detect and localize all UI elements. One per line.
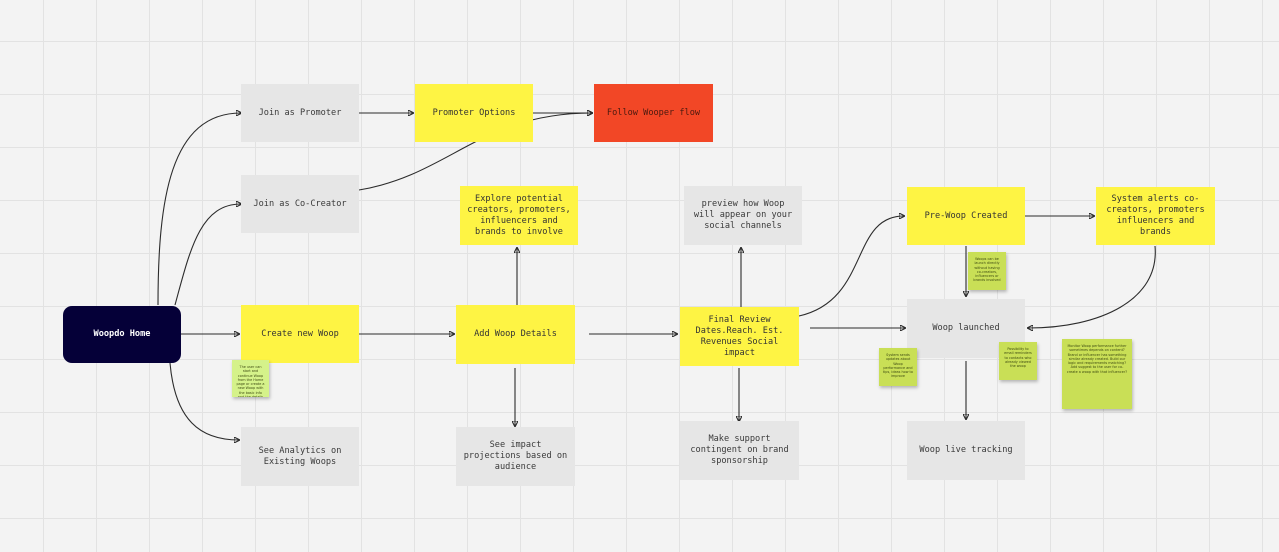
node-follow-wooper-flow[interactable]: Follow Wooper flow bbox=[594, 84, 713, 142]
node-label: System alerts co-creators, promoters inf… bbox=[1106, 194, 1205, 237]
sticky-note-system-updates[interactable]: System sends updates about Woop performa… bbox=[879, 348, 917, 386]
edge-home-promoter bbox=[157, 113, 241, 306]
node-pre-woop-created[interactable]: Pre-Woop Created bbox=[907, 187, 1025, 245]
node-label: Woop launched bbox=[932, 323, 1000, 333]
sticky-note-launched[interactable]: Possibility to email reminders to contac… bbox=[999, 342, 1037, 380]
node-label: Follow Wooper flow bbox=[606, 107, 701, 118]
node-join-promoter[interactable]: Join as Promoter bbox=[241, 84, 359, 142]
node-promoter-options[interactable]: Promoter Options bbox=[415, 84, 533, 142]
sticky-text: The user can start and continue Woop fro… bbox=[236, 365, 265, 397]
edge-review-prewoop bbox=[798, 216, 904, 317]
node-join-cocreator[interactable]: Join as Co-Creator bbox=[241, 175, 359, 233]
sticky-note-create[interactable]: The user can start and continue Woop fro… bbox=[232, 360, 269, 397]
node-woopdo-home[interactable]: Woopdo Home bbox=[63, 306, 181, 363]
node-label: Pre-Woop Created bbox=[924, 210, 1008, 221]
node-label: preview how Woop will appear on your soc… bbox=[693, 199, 793, 231]
node-explore-potential[interactable]: Explore potential creators, promoters, i… bbox=[460, 186, 578, 245]
sticky-text: Possibility to email reminders to contac… bbox=[1004, 347, 1032, 369]
sticky-note-monitor[interactable]: Monitor Woop performance further sometim… bbox=[1062, 339, 1132, 409]
node-label: Promoter Options bbox=[432, 107, 516, 118]
node-label: Join as Co-Creator bbox=[253, 198, 347, 209]
node-label: See Analytics on Existing Woops bbox=[258, 445, 342, 467]
node-woop-live-tracking[interactable]: Woop live tracking bbox=[907, 421, 1025, 480]
edge-home-analytics bbox=[169, 362, 239, 440]
node-final-review[interactable]: Final Review Dates.Reach. Est. Revenues … bbox=[680, 307, 799, 366]
node-support-contingent[interactable]: Make support contingent on brand sponsor… bbox=[680, 421, 799, 480]
node-impact-projections[interactable]: See impact projections based on audience bbox=[456, 427, 575, 486]
node-label: See impact projections based on audience bbox=[463, 440, 568, 472]
node-label: Create new Woop bbox=[261, 328, 339, 339]
sticky-text: Woops can be launch directly without hav… bbox=[973, 257, 1001, 283]
node-label: Add Woop Details bbox=[474, 329, 557, 339]
node-label: Final Review Dates.Reach. Est. Revenues … bbox=[695, 314, 784, 358]
node-see-analytics[interactable]: See Analytics on Existing Woops bbox=[241, 427, 359, 486]
edge-home-cocreator bbox=[174, 204, 241, 306]
node-system-alerts[interactable]: System alerts co-creators, promoters inf… bbox=[1096, 187, 1215, 245]
node-preview-woop[interactable]: preview how Woop will appear on your soc… bbox=[684, 186, 802, 245]
node-label: Join as Promoter bbox=[258, 107, 342, 118]
node-label: Woop live tracking bbox=[919, 445, 1013, 455]
sticky-note-prewoop[interactable]: Woops can be launch directly without hav… bbox=[968, 252, 1006, 290]
node-label: Make support contingent on brand sponsor… bbox=[690, 434, 789, 466]
sticky-text: System sends updates about Woop performa… bbox=[883, 353, 913, 379]
node-add-woop-details[interactable]: Add Woop Details bbox=[456, 305, 575, 364]
node-label: Woopdo Home bbox=[93, 329, 151, 339]
sticky-text: Monitor Woop performance further sometim… bbox=[1066, 344, 1128, 374]
edge-alerts-launched bbox=[1028, 245, 1156, 328]
node-label: Explore potential creators, promoters, i… bbox=[467, 193, 571, 237]
node-create-new-woop[interactable]: Create new Woop bbox=[241, 305, 359, 363]
